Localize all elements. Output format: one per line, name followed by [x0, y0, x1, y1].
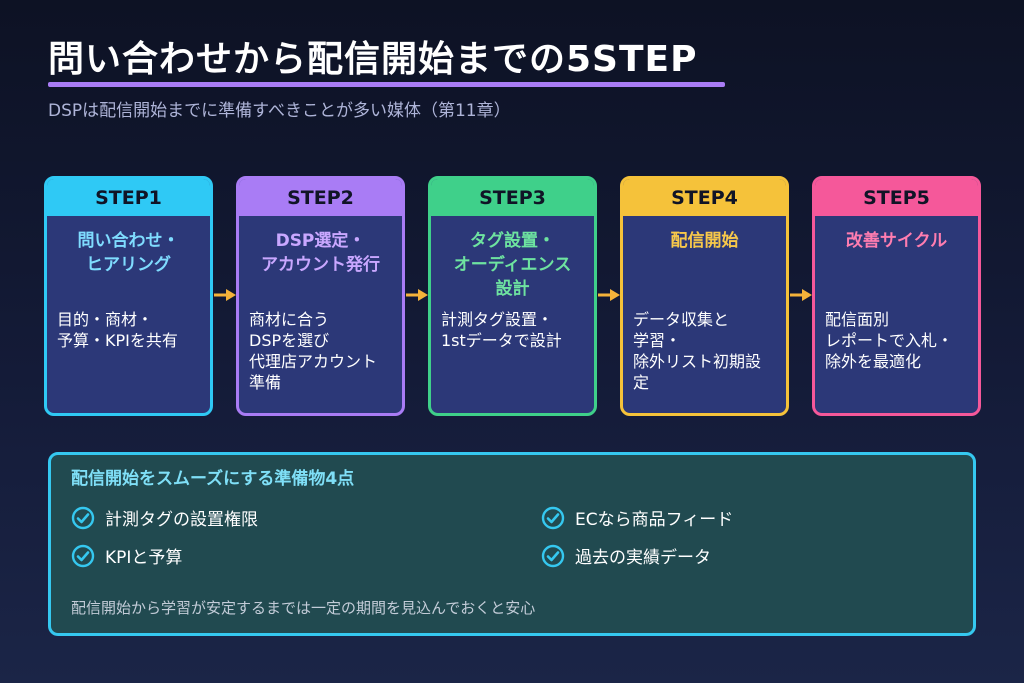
- step-card-3: STEP3 タグ設置・ オーディエンス 設計 計測タグ設置・ 1stデータで設計: [428, 176, 597, 416]
- arrow-right-icon: [406, 289, 428, 301]
- checklist-item: 過去の実績データ: [541, 543, 711, 568]
- step-title: 改善サイクル: [845, 231, 948, 251]
- checklist-item: ECなら商品フィード: [541, 505, 733, 530]
- step-description: 目的・商材・ 予算・KPIを共有: [57, 310, 178, 350]
- step-title: 問い合わせ・ ヒアリング: [77, 231, 180, 275]
- check-circle-icon: [541, 544, 565, 567]
- step-title: DSP選定・ アカウント発行: [261, 231, 380, 275]
- check-circle-icon: [541, 506, 565, 529]
- checklist-item: 計測タグの設置権限: [71, 505, 258, 530]
- step-flow: STEP1 問い合わせ・ ヒアリング 目的・商材・ 予算・KPIを共有 STEP…: [44, 176, 984, 416]
- step-label: STEP1: [47, 179, 210, 216]
- step-label: STEP3: [431, 179, 594, 216]
- step-description: データ収集と 学習・ 除外リスト初期設 定: [633, 310, 762, 392]
- preparation-box: 配信開始をスムーズにする準備物4点 計測タグの設置権限 ECなら商品フィード K…: [48, 452, 976, 636]
- step-description: 商材に合う DSPを選び 代理店アカウント 準備: [249, 310, 378, 392]
- step-card-2: STEP2 DSP選定・ アカウント発行 商材に合う DSPを選び 代理店アカウ…: [236, 176, 405, 416]
- arrow-right-icon: [598, 289, 620, 301]
- step-label: STEP4: [623, 179, 786, 216]
- checklist-item: KPIと予算: [71, 543, 182, 568]
- checklist-label: ECなら商品フィード: [575, 510, 734, 530]
- step-card-5: STEP5 改善サイクル 配信面別 レポートで入札・ 除外を最適化: [812, 176, 981, 416]
- step-label: STEP5: [815, 179, 978, 216]
- step-description: 計測タグ設置・ 1stデータで設計: [441, 310, 562, 350]
- arrow-right-icon: [214, 289, 236, 301]
- step-card-1: STEP1 問い合わせ・ ヒアリング 目的・商材・ 予算・KPIを共有: [44, 176, 213, 416]
- step-card-4: STEP4 配信開始 データ収集と 学習・ 除外リスト初期設 定: [620, 176, 789, 416]
- checklist-label: KPIと予算: [105, 548, 183, 568]
- check-circle-icon: [71, 506, 95, 529]
- step-title: タグ設置・ オーディエンス 設計: [453, 231, 572, 299]
- step-description: 配信面別 レポートで入札・ 除外を最適化: [825, 310, 954, 371]
- step-title: 配信開始: [670, 231, 739, 251]
- arrow-right-icon: [790, 289, 812, 301]
- check-circle-icon: [71, 544, 95, 567]
- preparation-title: 配信開始をスムーズにする準備物4点: [71, 469, 355, 489]
- preparation-note: 配信開始から学習が安定するまでは一定の期間を見込んでおくと安心: [71, 599, 536, 617]
- step-label: STEP2: [239, 179, 402, 216]
- page-subtitle: DSPは配信開始までに準備すべきことが多い媒体（第11章）: [48, 101, 511, 121]
- page-title: 問い合わせから配信開始までの5STEP: [48, 39, 698, 80]
- checklist-label: 過去の実績データ: [575, 548, 711, 568]
- checklist-label: 計測タグの設置権限: [105, 510, 258, 530]
- title-underline: [48, 82, 725, 87]
